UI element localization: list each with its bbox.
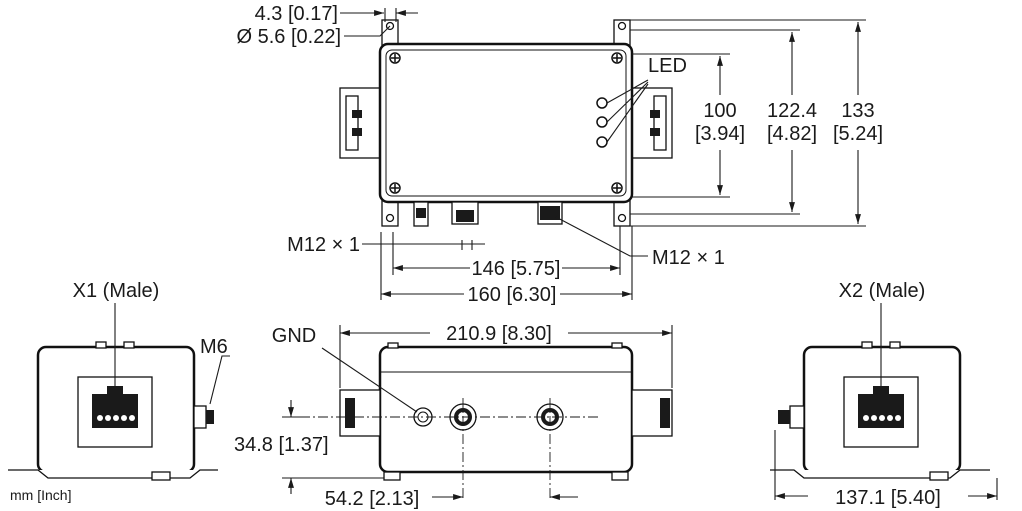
height-122-label: 122.4 [767, 100, 817, 122]
corner-screws [389, 52, 623, 194]
gnd-stud-top [413, 201, 429, 227]
hole-diameter-label: Ø 5.6 [0.22] [236, 26, 341, 48]
width-146-label: 146 [5.75] [472, 258, 561, 280]
m6-label: M6 [200, 336, 228, 358]
right-bracket [631, 87, 673, 159]
housing-top [378, 42, 634, 204]
units-label: mm [Inch] [10, 487, 71, 503]
width-54-label: 54.2 [2.13] [325, 488, 420, 510]
led-label: LED [648, 55, 687, 77]
slot-width-label: 4.3 [0.17] [255, 3, 338, 25]
height-100-label: 100 [703, 100, 736, 122]
left-bracket [339, 87, 381, 159]
m12-connector-left [451, 201, 479, 225]
m12-connector-right [537, 201, 563, 225]
right-end-view [770, 303, 998, 500]
height-122-inch-label: [4.82] [767, 123, 817, 145]
x2-male-label: X2 (Male) [839, 280, 926, 302]
height-100-inch-label: [3.94] [695, 123, 745, 145]
height-133-inch-label: [5.24] [833, 123, 883, 145]
width-160-label: 160 [6.30] [468, 284, 557, 306]
led-indicators [596, 97, 608, 148]
gnd-label: GND [272, 325, 316, 347]
front-view [282, 325, 673, 500]
width-210-label: 210.9 [8.30] [446, 323, 552, 345]
m12-left-label: M12 × 1 [287, 234, 360, 256]
width-137-label: 137.1 [5.40] [835, 487, 941, 509]
height-133-label: 133 [841, 100, 874, 122]
height-34-label: 34.8 [1.37] [234, 434, 329, 456]
top-view [339, 8, 866, 300]
x1-male-label: X1 (Male) [73, 280, 160, 302]
m12-right-label: M12 × 1 [652, 247, 725, 269]
left-end-view [8, 303, 230, 481]
